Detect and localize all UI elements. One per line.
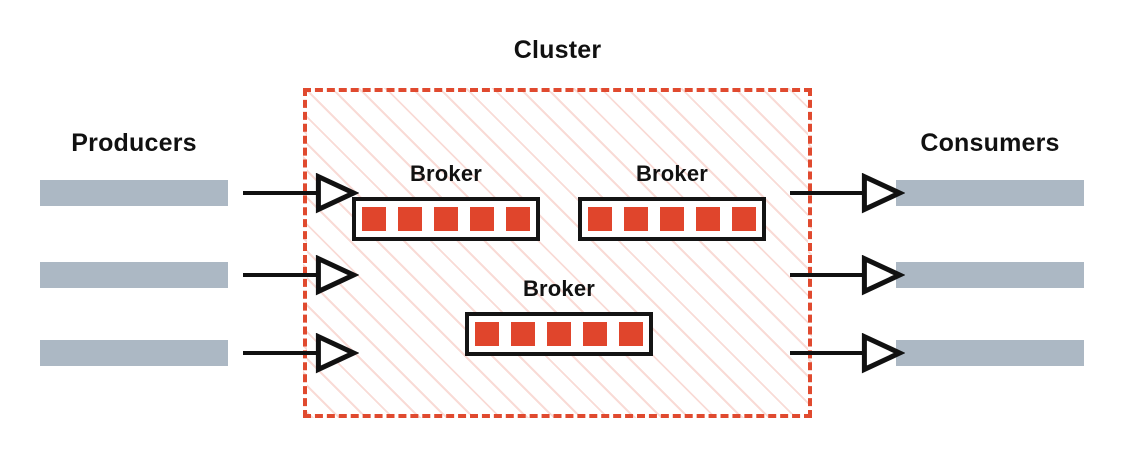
broker-3-partition-5 [619, 322, 643, 346]
broker-2-partition-3 [660, 207, 684, 231]
broker-2-partition-5 [732, 207, 756, 231]
broker-1-partition-2 [398, 207, 422, 231]
broker-2-label: Broker [635, 161, 709, 186]
broker-3-partition-4 [583, 322, 607, 346]
broker-1-label: Broker [409, 161, 483, 186]
broker-1-partition-1 [362, 207, 386, 231]
broker-1-partition-4 [470, 207, 494, 231]
broker-3-partition-3 [547, 322, 571, 346]
consumers-label: Consumers [920, 129, 1060, 157]
broker-2-partition-4 [696, 207, 720, 231]
cluster-region [303, 88, 812, 418]
broker-3-partition-2 [511, 322, 535, 346]
producer-bar-1 [40, 180, 228, 206]
consumer-bar-1 [896, 180, 1084, 206]
broker-2-box [578, 197, 766, 241]
producer-bar-2 [40, 262, 228, 288]
producers-label: Producers [71, 129, 197, 157]
broker-1-partition-3 [434, 207, 458, 231]
consumer-bar-2 [896, 262, 1084, 288]
broker-3-label: Broker [522, 276, 596, 301]
broker-2-partition-2 [624, 207, 648, 231]
cluster-title: Cluster [513, 36, 602, 64]
broker-3-box [465, 312, 653, 356]
broker-3-partition-1 [475, 322, 499, 346]
broker-1-box [352, 197, 540, 241]
consumer-bar-3 [896, 340, 1084, 366]
broker-1-partition-5 [506, 207, 530, 231]
broker-2-partition-1 [588, 207, 612, 231]
producer-bar-3 [40, 340, 228, 366]
